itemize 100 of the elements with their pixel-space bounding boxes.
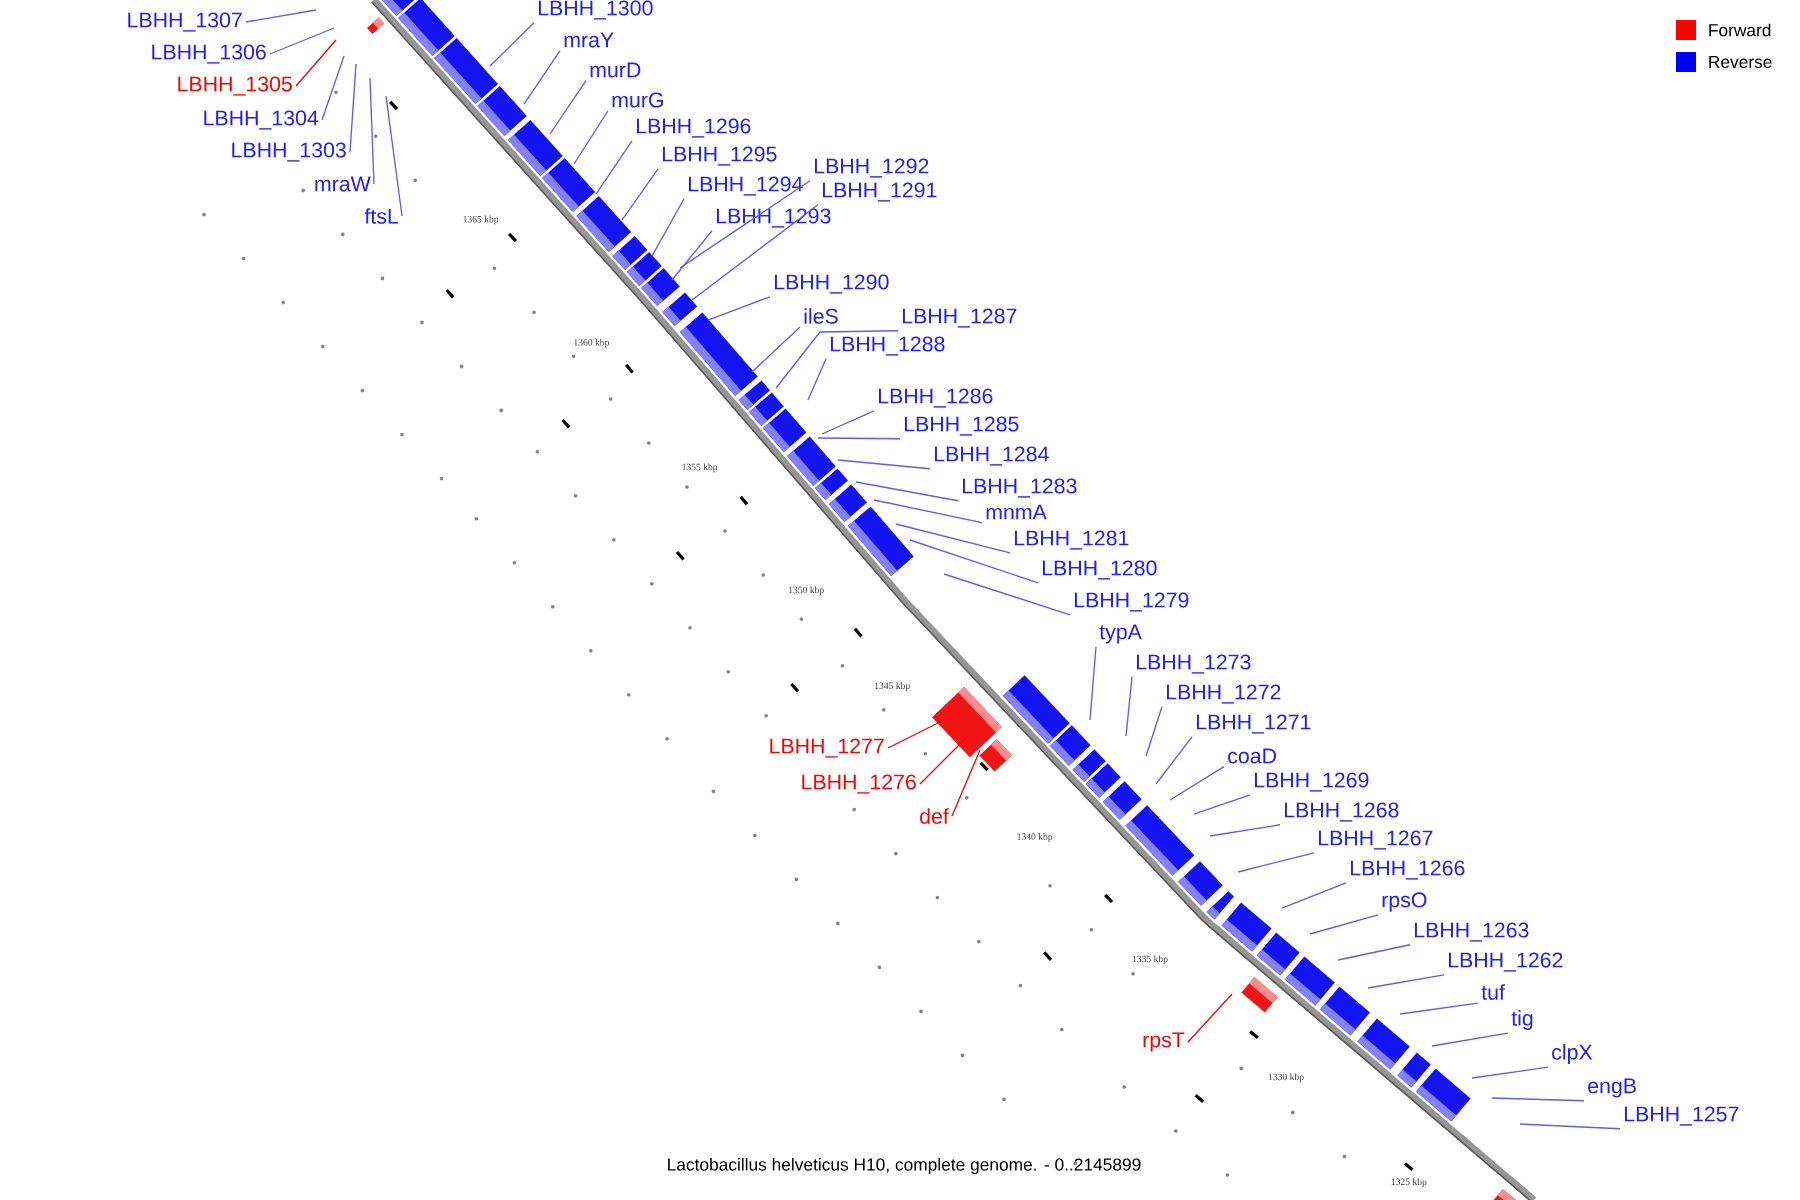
gene-label: LBHH_1263 [1414,922,1529,942]
gene-label: LBHH_1276 [802,774,916,794]
gene-label: LBHH_1285 [904,416,1019,436]
gene-label: LBHH_1271 [1196,714,1311,734]
gene-label: tig [1511,1010,1533,1030]
gene-label: LBHH_1279 [1074,592,1189,612]
gene-label: LBHH_1280 [1042,560,1157,580]
leader-line [523,50,561,105]
gene-label: LBHH_1288 [830,336,945,356]
gene-label: LBHH_1296 [636,118,751,138]
leader-line [895,523,1011,554]
leader-line [1209,824,1281,837]
leader-line [1237,852,1315,873]
leader-line [951,749,981,817]
leader-line [385,95,403,217]
leader-line [349,63,357,153]
gene-label: ileS [804,308,838,324]
leader-line [919,735,969,785]
leader-line [873,499,983,524]
leader-line [1431,1032,1509,1047]
gene-label: murD [590,62,641,78]
leader-line [855,481,959,502]
leader-line [1491,1097,1585,1102]
leader-line [887,719,945,749]
leader-line [671,230,713,281]
gene-label: mraW [315,176,371,192]
leader-line [1471,1066,1549,1079]
leader-line [807,358,827,401]
leader-line [245,9,317,23]
gene-label: tuf [1481,984,1505,1000]
gene-label: LBHH_1294 [688,176,803,196]
gene-label: LBHH_1269 [1254,772,1369,792]
leader-line [1399,1002,1479,1015]
gene-label: mnmA [986,504,1047,520]
gene-label: LBHH_1305 [178,76,292,96]
gene-label: murG [612,92,663,108]
gene-label: LBHH_1295 [662,146,777,166]
gene-label: LBHH_1306 [152,44,266,64]
gene-label: ftsL [364,208,399,224]
gene-label: typA [1099,624,1142,644]
gene-label: LBHH_1290 [774,274,889,294]
leader-line [1187,993,1233,1043]
gene-label: rpsO [1382,892,1427,912]
leader-line [1309,914,1379,935]
leader-line [751,326,801,373]
gene-label: LBHH_1257 [1624,1106,1739,1126]
leader-line [837,459,931,470]
leader-line [775,330,899,389]
leader-line [1281,882,1347,909]
gene-label: rpsT [1143,1032,1185,1052]
gene-label: LBHH_1267 [1318,830,1433,850]
leader-line [817,437,901,440]
leader-line [573,110,609,165]
gene-label: LBHH_1281 [1014,530,1129,550]
gene-label: clpX [1552,1044,1593,1064]
gene-label: LBHH_1283 [962,478,1077,498]
gene-label: coaD [1228,748,1276,764]
leader-line [1155,736,1193,785]
leader-line [489,22,535,67]
legend-label: Forward [1709,23,1771,37]
gene-label: LBHH_1266 [1350,860,1465,880]
leader-line [909,539,1039,584]
leader-line [269,27,335,55]
gene-label: LBHH_1287 [902,308,1017,328]
gene-label: LBHH_1268 [1284,802,1399,822]
leader-line [549,79,587,135]
leader-line [943,573,1071,616]
leader-line [821,410,875,435]
leader-line [1125,676,1133,737]
gene-label: LBHH_1291 [822,182,937,202]
leader-line [1367,974,1445,989]
gene-label: mraY [564,32,614,48]
leader-line [1519,1123,1621,1130]
leader-line [1337,944,1411,961]
leader-line [1193,794,1251,815]
gene-label: LBHH_1272 [1166,684,1281,704]
leader-line [651,198,685,257]
gene-label: LBHH_1262 [1448,952,1563,972]
gene-label: LBHH_1307 [128,12,242,32]
leader-line [1145,706,1163,757]
leader-line [295,39,337,87]
leader-line [321,55,345,121]
gene-label: LBHH_1300 [538,0,653,20]
leader-line [595,140,633,195]
caption-text: Lactobacillus helveticus H10, complete genome. - 0..2145899 [668,1157,1141,1175]
leader-line [369,77,375,185]
gene-label: LBHH_1303 [232,142,346,162]
leader-line [621,168,659,221]
leader-line [707,296,771,321]
gene-label: LBHH_1284 [934,446,1049,466]
leader-line [1169,766,1225,801]
gene-label: LBHH_1277 [770,738,884,758]
gene-label: LBHH_1286 [878,388,993,408]
leader-line [1089,646,1097,721]
gene-label: LBHH_1304 [204,110,319,130]
gene-label: LBHH_1292 [814,158,929,178]
gene-label: engB [1588,1078,1636,1098]
gene-label: LBHH_1273 [1136,654,1251,674]
gene-label: def [920,808,949,824]
legend-label: Reverse [1709,55,1772,69]
